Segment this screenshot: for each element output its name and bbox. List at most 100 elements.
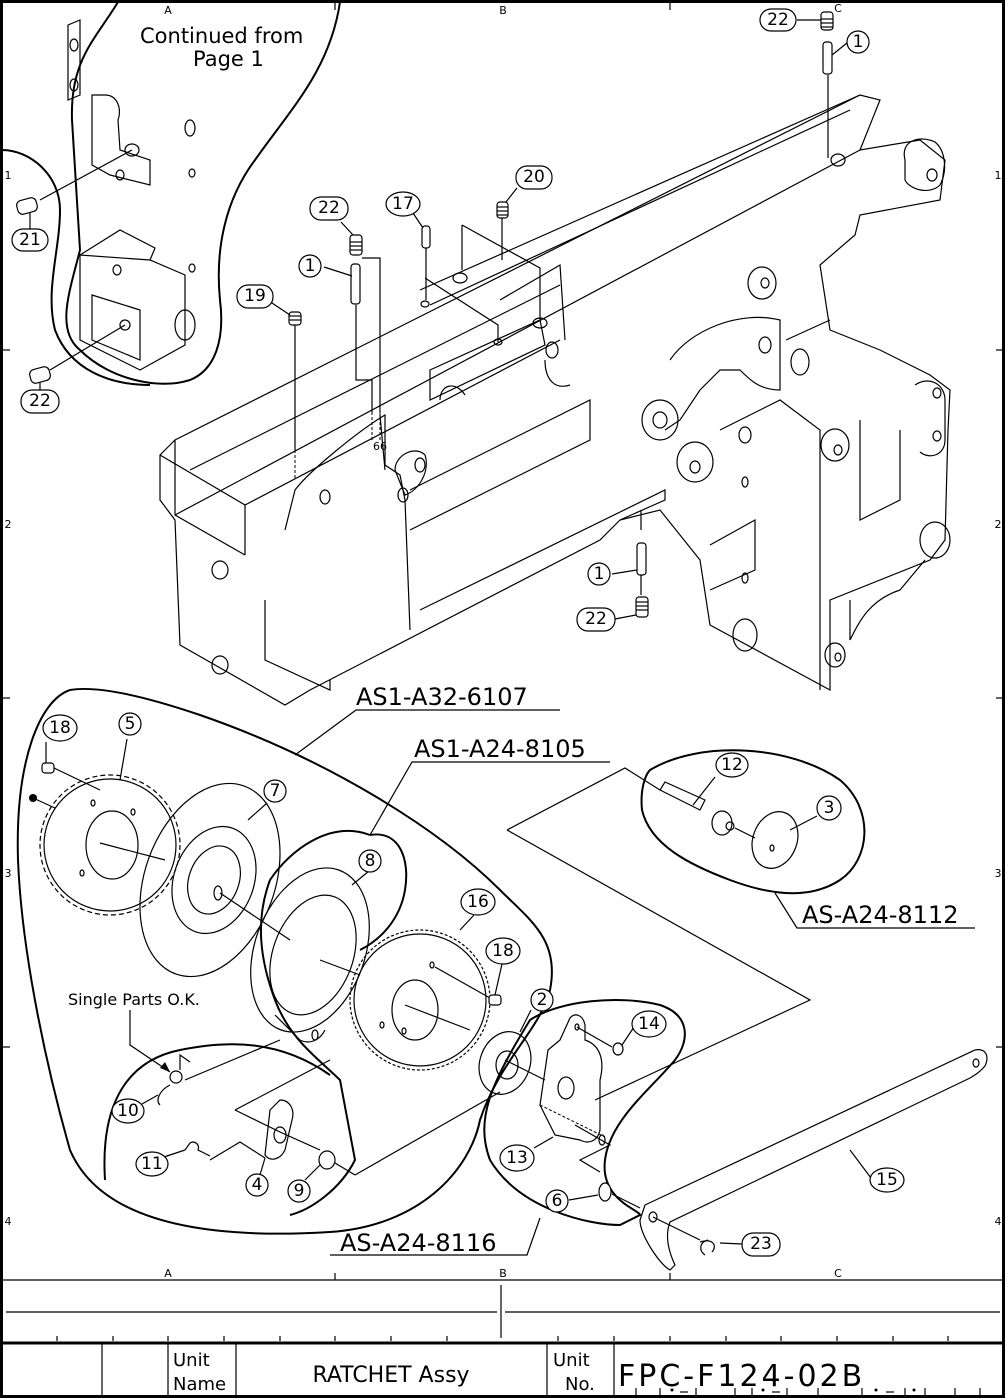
callout-20: 20 <box>515 165 553 190</box>
svg-text:8: 8 <box>365 851 376 871</box>
pins-and-screws-top <box>16 11 834 618</box>
svg-text:19: 19 <box>244 286 266 306</box>
svg-text:3: 3 <box>824 798 835 818</box>
svg-text:17: 17 <box>392 194 414 214</box>
callout-16: 16 <box>460 888 496 916</box>
grid-col-b-top: B <box>499 4 507 17</box>
note-continued-line1: Continued from <box>140 24 303 48</box>
grid-row-3-left: 3 <box>5 867 12 880</box>
ratchet-assembly-illustration <box>16 687 553 1235</box>
grid-row-3-right: 3 <box>995 867 1002 880</box>
lever-assembly-illustration <box>483 999 686 1227</box>
unit-no-label-line2: No. <box>565 1374 595 1395</box>
callout-14: 14 <box>631 1010 667 1038</box>
grid-row-2-left: 2 <box>5 518 12 531</box>
grid-col-a-top: A <box>164 4 172 17</box>
grid-right: 1 2 3 4 <box>995 169 1003 1228</box>
callout-12: 12 <box>715 752 749 778</box>
callout-1: 1 <box>846 30 870 54</box>
svg-text:7: 7 <box>270 781 281 801</box>
svg-text:18: 18 <box>492 941 514 961</box>
callout-22: 22 <box>576 607 616 632</box>
svg-text:14: 14 <box>638 1014 660 1034</box>
continued-from-page-1-region <box>1 1 341 386</box>
callout-22: 22 <box>309 196 349 221</box>
svg-text:11: 11 <box>141 1154 163 1174</box>
callout-18: 18 <box>485 937 521 965</box>
svg-text:18: 18 <box>49 718 71 738</box>
revision-area <box>6 1285 1000 1341</box>
callouts: 22 1 21 22 22 1 17 20 19 1 22 18 5 7 8 1… <box>11 8 905 1257</box>
unit-no-value: FPC-F124-02B <box>618 1359 865 1394</box>
callout-17: 17 <box>385 191 421 217</box>
shaft-assembly-illustration <box>506 749 866 1101</box>
grid-row-2-right: 2 <box>995 518 1002 531</box>
callout-1: 1 <box>298 254 322 278</box>
callout-23: 23 <box>741 1232 781 1257</box>
callout-2: 2 <box>530 988 554 1012</box>
assembly-label-as-a24-8116: AS-A24-8116 <box>340 1229 496 1257</box>
callout-9: 9 <box>287 1179 311 1203</box>
svg-text:22: 22 <box>767 10 789 30</box>
callout-10: 10 <box>111 1098 145 1124</box>
grid-bottom: A B C <box>3 1267 1003 1281</box>
callout-15: 15 <box>869 1167 905 1193</box>
dim-66-mark: 66 <box>373 440 387 453</box>
callout-3: 3 <box>816 795 842 821</box>
svg-text:6: 6 <box>552 1191 563 1211</box>
grid-top: A B C <box>164 2 842 17</box>
title-block: Unit Name RATCHET Assy Unit No. FPC-F124… <box>2 1341 1004 1396</box>
svg-text:1: 1 <box>305 256 316 276</box>
callout-7: 7 <box>263 779 287 803</box>
unit-no-tick-marks <box>635 1388 981 1396</box>
svg-text:15: 15 <box>876 1170 898 1190</box>
callout-19: 19 <box>236 284 274 309</box>
note-single-parts-ok: Single Parts O.K. <box>68 990 200 1009</box>
link-rod-illustration <box>639 1049 988 1271</box>
callout-13: 13 <box>499 1144 535 1172</box>
grid-col-b-bottom: B <box>499 1267 507 1280</box>
grid-col-a-bottom: A <box>164 1267 172 1280</box>
svg-text:16: 16 <box>467 892 489 912</box>
svg-text:23: 23 <box>750 1234 772 1254</box>
grid-left: 1 2 3 4 <box>3 169 12 1228</box>
callout-21: 21 <box>11 228 49 252</box>
callout-8: 8 <box>358 849 382 873</box>
callout-6: 6 <box>545 1189 569 1213</box>
svg-text:2: 2 <box>537 990 548 1010</box>
svg-text:21: 21 <box>19 230 41 250</box>
svg-text:1: 1 <box>853 32 864 52</box>
svg-text:10: 10 <box>117 1101 139 1121</box>
callout-4: 4 <box>245 1173 269 1197</box>
callout-18: 18 <box>42 714 78 742</box>
grid-row-4-right: 4 <box>995 1215 1002 1228</box>
frame-body-illustration: 66 <box>159 75 951 706</box>
unit-no-label-line1: Unit <box>553 1350 590 1371</box>
callout-1: 1 <box>587 562 611 586</box>
callout-leaders <box>29 19 975 1256</box>
grid-row-4-left: 4 <box>5 1215 12 1228</box>
note-continued-line2: Page 1 <box>193 47 264 71</box>
svg-text:4: 4 <box>252 1175 263 1195</box>
svg-text:22: 22 <box>29 391 51 411</box>
callout-11: 11 <box>135 1151 169 1177</box>
grid-col-c-bottom: C <box>834 1267 842 1280</box>
svg-text:9: 9 <box>294 1181 305 1201</box>
svg-text:13: 13 <box>506 1148 528 1168</box>
grid-row-1-left: 1 <box>5 169 12 182</box>
unit-name-label-line1: Unit <box>173 1350 210 1371</box>
unit-name-label-line2: Name <box>173 1374 226 1395</box>
svg-text:12: 12 <box>721 755 743 775</box>
assembly-label-as1-a32-6107: AS1-A32-6107 <box>356 683 528 711</box>
unit-name-value: RATCHET Assy <box>312 1363 469 1388</box>
svg-text:22: 22 <box>318 198 340 218</box>
svg-text:20: 20 <box>523 167 545 187</box>
grid-col-c-top: C <box>834 2 842 15</box>
svg-text:22: 22 <box>585 609 607 629</box>
grid-row-1-right: 1 <box>995 169 1002 182</box>
svg-text:1: 1 <box>594 564 605 584</box>
callout-5: 5 <box>118 712 142 736</box>
assembly-label-as1-a24-8105: AS1-A24-8105 <box>414 735 586 763</box>
